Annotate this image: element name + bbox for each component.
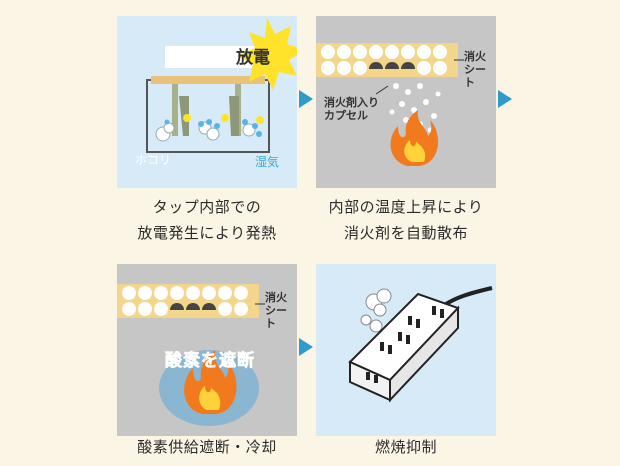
flow-arrow-3 [299, 338, 313, 356]
power-strip-illustration [348, 286, 493, 403]
contact-right [229, 96, 239, 136]
fire-icon [390, 110, 439, 166]
fire-icon [184, 350, 237, 414]
capsule-leader-line [375, 85, 389, 95]
moisture-label: 湿気 [255, 155, 280, 169]
tap-inner-plate [151, 76, 265, 84]
step1-caption-line2: 放電発生により発熱 [137, 224, 277, 242]
step3-panel: 消火 シート 酸素を遮断 [117, 264, 297, 436]
small-spark-icons [183, 114, 264, 124]
step2-caption: 内部の温度上昇により 消火剤を自動散布 [306, 194, 506, 246]
discharge-badge-text: 放電 [236, 48, 270, 68]
smoke-icon [360, 288, 392, 333]
flow-arrow-2 [498, 90, 512, 108]
capsule-label: 消火剤入り カプセル [324, 96, 379, 122]
step3-caption: 酸素供給遮断・冷却 [137, 438, 277, 456]
sheet-capsules [321, 45, 447, 75]
power-cord [444, 286, 493, 306]
capsule-release-illustration [316, 43, 464, 166]
step2-caption-line2: 消火剤を自動散布 [343, 224, 468, 242]
broken-capsules [369, 62, 415, 69]
step2-caption-line1: 内部の温度上昇により [328, 198, 484, 216]
oxygen-block-text: 酸素を遮断 [165, 351, 255, 372]
moisture-drops-icon [164, 119, 262, 137]
tap-internal-illustration [146, 18, 297, 153]
power-strip-icon [348, 292, 460, 403]
flow-arrow-1 [299, 90, 313, 108]
broken-capsules [170, 303, 216, 310]
sheet-capsules [122, 286, 248, 316]
dust-label: ホコリ [135, 153, 172, 167]
step4-caption: 燃焼抑制 [374, 438, 437, 456]
sheet-label: 消火 シート [265, 291, 287, 330]
step1-caption: タップ内部での 放電発生により発熱 [107, 194, 307, 246]
oxygen-block-illustration [117, 284, 265, 426]
plug-blade-left [172, 84, 178, 136]
step1-caption-line1: タップ内部での [152, 198, 262, 216]
step2-panel: 消火 シート 消火剤入り カプセル [316, 16, 496, 188]
discharge-burst-icon [237, 18, 297, 90]
step1-panel: 放電 ホコリ 湿気 [117, 16, 297, 188]
tap-body-frame [146, 79, 270, 153]
step4-panel [316, 264, 496, 436]
sheet-label: 消火 シート [464, 50, 486, 89]
